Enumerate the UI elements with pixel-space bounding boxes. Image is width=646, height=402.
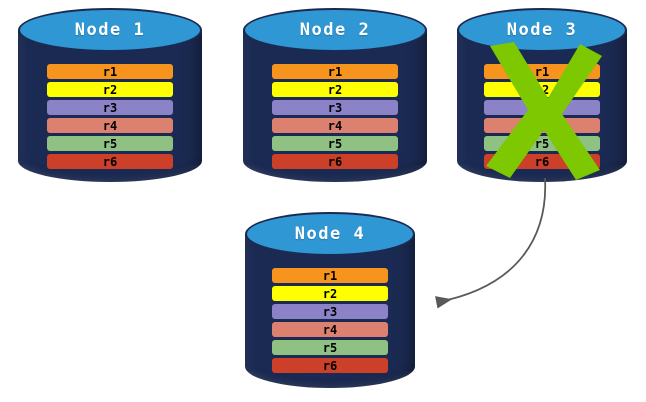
data-row-r5[interactable]: r5 (484, 136, 600, 151)
database-node-node-2[interactable]: r1 r2 r3 r4 r5 r6 Node 2 (243, 8, 427, 182)
row-label: r1 (102, 64, 118, 79)
data-row-r2[interactable]: r2 (272, 286, 388, 301)
data-row-r4[interactable]: r4 (272, 322, 388, 337)
row-list: r1 r2 r3 r4 r5 r6 (457, 64, 627, 169)
data-row-r3[interactable]: r3 (47, 100, 173, 115)
row-label: r2 (534, 82, 550, 97)
row-label: r5 (534, 136, 550, 151)
data-row-r5[interactable]: r5 (272, 340, 388, 355)
node-title: Node 2 (299, 20, 371, 40)
data-row-r1[interactable]: r1 (484, 64, 600, 79)
data-row-r3[interactable]: r3 (484, 100, 600, 115)
data-row-r1[interactable]: r1 (272, 64, 398, 79)
data-row-r4[interactable]: r4 (272, 118, 398, 133)
row-label: r4 (534, 118, 550, 133)
row-label: r2 (322, 286, 338, 301)
cylinder-top: Node 2 (243, 8, 427, 52)
row-list: r1 r2 r3 r4 r5 r6 (243, 64, 427, 169)
row-label: r2 (102, 82, 118, 97)
row-label: r3 (534, 100, 550, 115)
data-row-r5[interactable]: r5 (272, 136, 398, 151)
row-label: r6 (534, 154, 550, 169)
row-label: r2 (327, 82, 343, 97)
data-row-r4[interactable]: r4 (484, 118, 600, 133)
database-node-node-1[interactable]: r1 r2 r3 r4 r5 r6 Node 1 (18, 8, 202, 182)
data-row-r2[interactable]: r2 (272, 82, 398, 97)
data-row-r6[interactable]: r6 (272, 154, 398, 169)
data-row-r1[interactable]: r1 (47, 64, 173, 79)
row-list: r1 r2 r3 r4 r5 r6 (245, 268, 415, 373)
node-title: Node 3 (506, 20, 578, 40)
row-label: r4 (322, 322, 338, 337)
row-label: r3 (102, 100, 118, 115)
data-row-r6[interactable]: r6 (272, 358, 388, 373)
row-label: r5 (322, 340, 338, 355)
row-label: r1 (327, 64, 343, 79)
data-row-r3[interactable]: r3 (272, 100, 398, 115)
data-row-r6[interactable]: r6 (484, 154, 600, 169)
database-node-node-4[interactable]: r1 r2 r3 r4 r5 r6 Node 4 (245, 212, 415, 388)
data-row-r6[interactable]: r6 (47, 154, 173, 169)
data-row-r2[interactable]: r2 (47, 82, 173, 97)
row-label: r3 (327, 100, 343, 115)
row-label: r4 (327, 118, 343, 133)
row-label: r6 (327, 154, 343, 169)
row-list: r1 r2 r3 r4 r5 r6 (18, 64, 202, 169)
data-row-r2[interactable]: r2 (484, 82, 600, 97)
row-label: r5 (327, 136, 343, 151)
row-label: r3 (322, 304, 338, 319)
data-row-r3[interactable]: r3 (272, 304, 388, 319)
row-label: r6 (322, 358, 338, 373)
cylinder-top: Node 1 (18, 8, 202, 52)
row-label: r4 (102, 118, 118, 133)
row-label: r6 (102, 154, 118, 169)
data-row-r4[interactable]: r4 (47, 118, 173, 133)
row-label: r5 (102, 136, 118, 151)
cylinder-top: Node 3 (457, 8, 627, 52)
cylinder-top: Node 4 (245, 212, 415, 256)
data-row-r1[interactable]: r1 (272, 268, 388, 283)
data-row-r5[interactable]: r5 (47, 136, 173, 151)
database-node-node-3[interactable]: r1 r2 r3 r4 r5 r6 Node 3 (457, 8, 627, 182)
row-label: r1 (534, 64, 550, 79)
node-title: Node 1 (74, 20, 146, 40)
node-title: Node 4 (294, 224, 366, 244)
row-label: r1 (322, 268, 338, 283)
